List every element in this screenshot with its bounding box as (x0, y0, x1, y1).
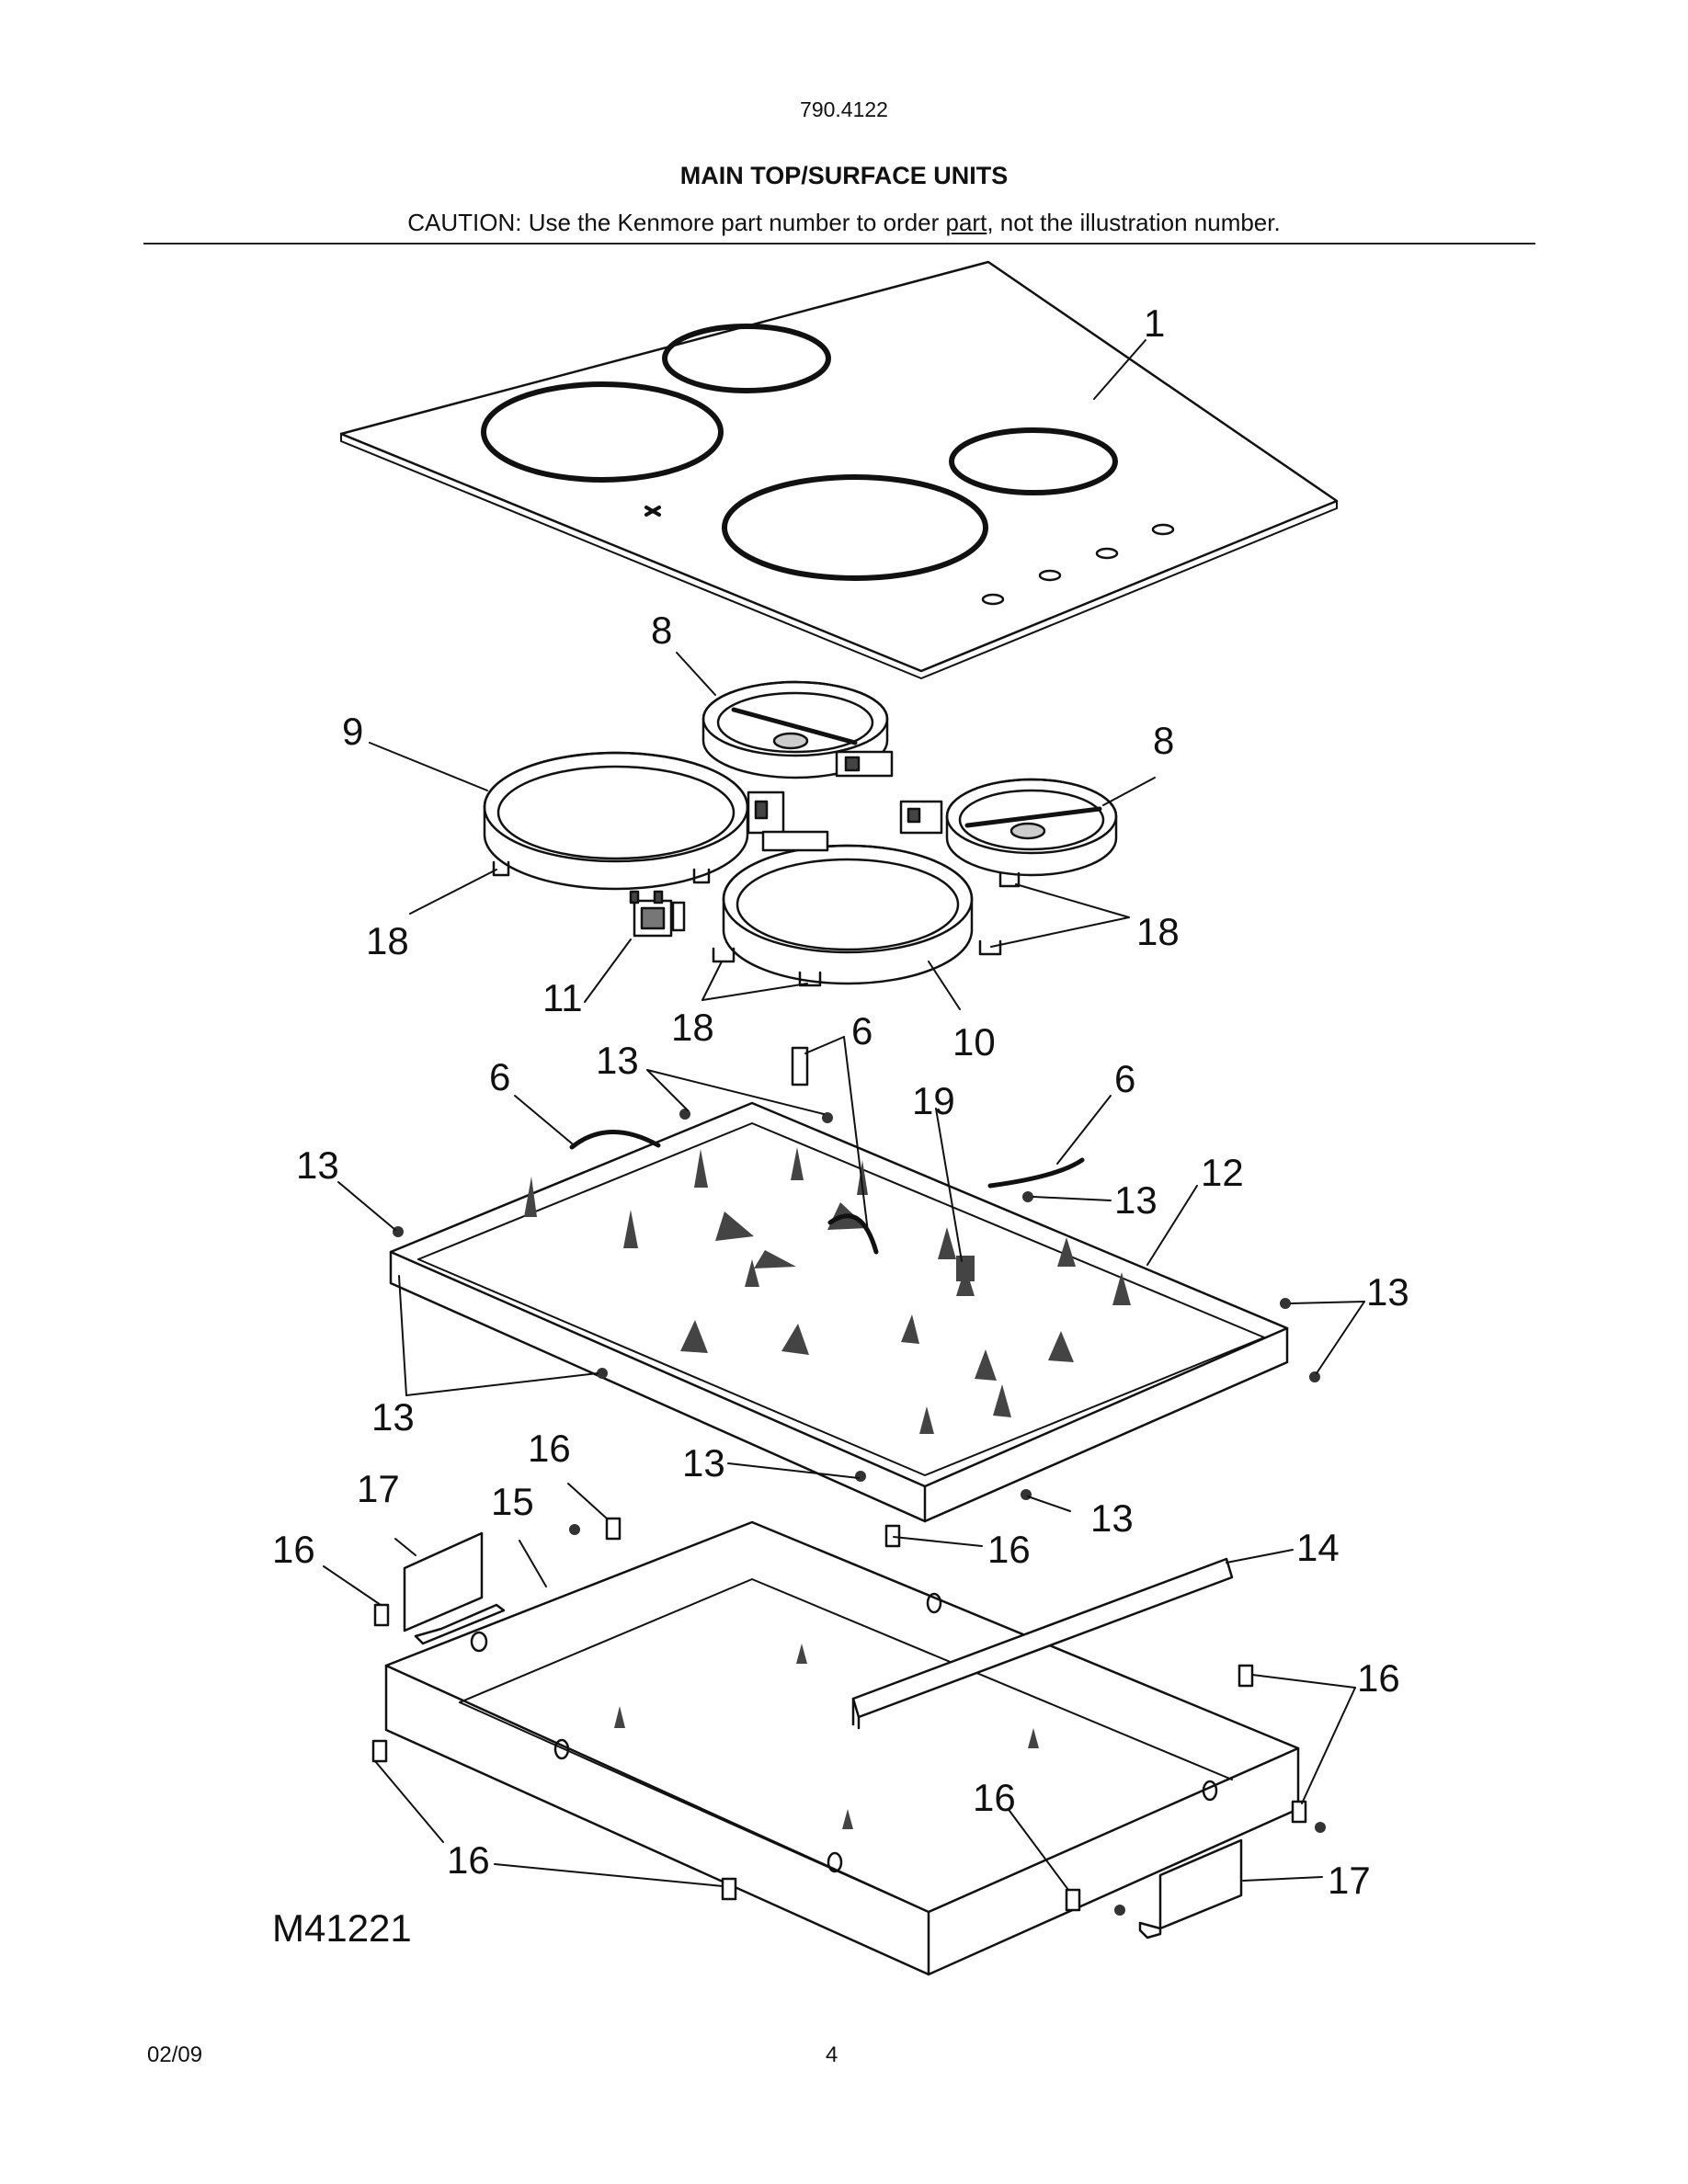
chassis-tray-part (389, 1046, 1289, 1523)
callout-label: 12 (1201, 1151, 1244, 1194)
caution-text: CAUTION: Use the Kenmore part number to … (407, 209, 946, 236)
callout-label: 13 (1366, 1270, 1409, 1314)
mounting-bracket-part (403, 1531, 506, 1645)
callout-label: 8 (1153, 719, 1174, 762)
page-title: MAIN TOP/SURFACE UNITS (679, 162, 1009, 189)
callout-label: 16 (987, 1528, 1031, 1571)
callout-label: 1 (1144, 301, 1165, 345)
callout-label: 10 (952, 1020, 996, 1064)
page-number: 4 (826, 2042, 838, 2067)
callout-label: 17 (357, 1467, 400, 1510)
callout-label: 14 (1296, 1526, 1340, 1569)
callout-label: 6 (851, 1009, 873, 1052)
callout-label: 15 (491, 1480, 534, 1523)
callout-label: 16 (272, 1528, 315, 1571)
callout-label: 18 (671, 1006, 714, 1049)
callout-label: 9 (342, 710, 363, 753)
terminal-block-part (629, 890, 686, 938)
callout-label: 6 (1114, 1057, 1135, 1100)
callout-label: 16 (528, 1427, 571, 1470)
large-surface-element-part (483, 751, 785, 891)
callout-label: 13 (371, 1395, 415, 1439)
document-number: 790.4122 (800, 97, 888, 121)
model-number: M41221 (272, 1906, 412, 1950)
small-surface-element-right-part (899, 778, 1118, 888)
callout-label: 6 (489, 1055, 510, 1098)
support-rail-part (851, 1557, 1234, 1730)
callout-label: 16 (973, 1776, 1016, 1819)
header-divider (143, 243, 1535, 245)
callout-label: 11 (542, 976, 583, 1019)
screw-parts (393, 1109, 1326, 1916)
callout-label: 13 (1114, 1178, 1158, 1222)
callout-numbers: 1 8 9 8 18 18 11 18 10 6 6 6 13 19 13 12… (272, 301, 1409, 1950)
callout-label: 8 (651, 609, 672, 652)
caution-underlined-word: part (945, 209, 987, 236)
footer-date: 02/09 (147, 2042, 203, 2067)
small-surface-element-part (701, 680, 894, 779)
callout-label: 16 (447, 1838, 490, 1882)
callout-label: 13 (596, 1039, 639, 1082)
caution-text-end: , not the illustration number. (987, 209, 1281, 236)
clip-parts (371, 1517, 1307, 1912)
callout-label: 17 (1328, 1859, 1371, 1902)
callout-label: 13 (1090, 1496, 1134, 1540)
callout-label: 16 (1357, 1656, 1400, 1700)
callout-leader-lines (323, 339, 1365, 1891)
callout-label: 13 (296, 1143, 339, 1187)
lower-box-part (384, 1520, 1300, 1976)
caution-note: CAUTION: Use the Kenmore part number to … (0, 209, 1688, 237)
callout-label: 18 (1136, 910, 1180, 953)
mounting-bracket-right-part (1138, 1838, 1243, 1939)
glass-cooktop-part (339, 260, 1339, 679)
medium-surface-element-part (712, 830, 1002, 987)
callout-label: 18 (366, 919, 409, 962)
callout-label: 19 (912, 1079, 955, 1122)
callout-label: 13 (682, 1441, 725, 1484)
surface-units-group (483, 680, 1118, 987)
